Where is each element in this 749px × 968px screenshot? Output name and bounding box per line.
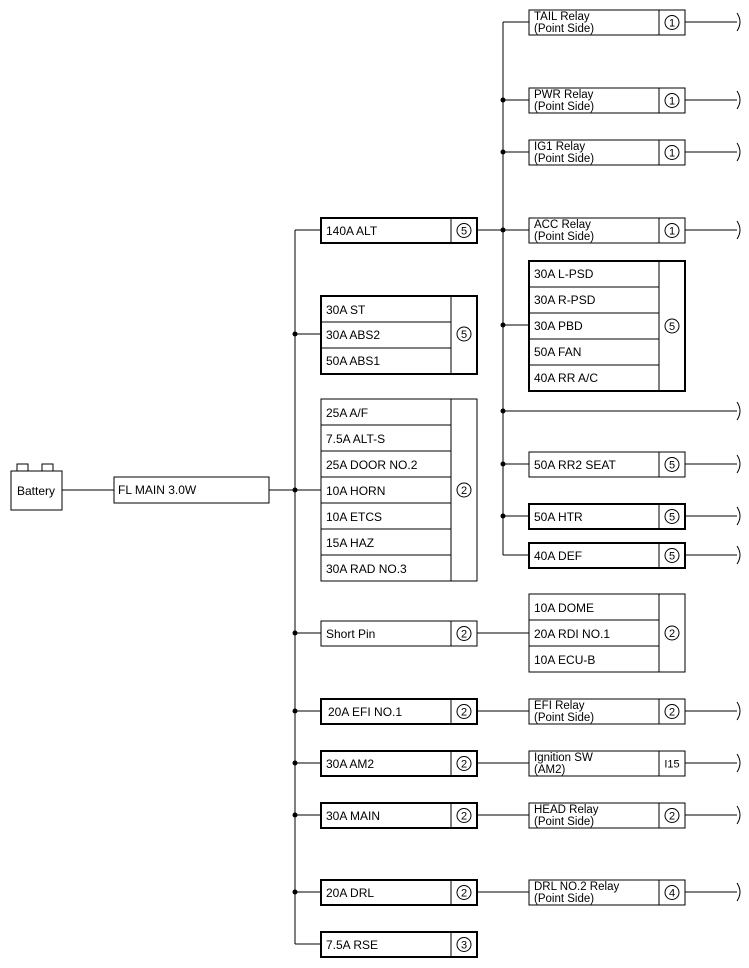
tail-relay: TAIL Relay (Point Side) 1 xyxy=(528,9,686,36)
fuse-30a-am2: 30A AM2 2 xyxy=(320,750,478,777)
fuse-50a-rr2-seat: 50A RR2 SEAT 5 xyxy=(528,451,686,478)
connector-number: 2 xyxy=(669,811,675,823)
head-relay: HEAD Relay (Point Side) 2 xyxy=(528,802,686,829)
relay-name: PWR Relay xyxy=(534,89,594,101)
fuse-140a-alt: 140A ALT 5 xyxy=(320,217,478,244)
fl-main-fuse: FL MAIN 3.0W xyxy=(113,476,270,504)
relay-name: IG1 Relay xyxy=(534,141,585,153)
connector-number: 2 xyxy=(461,485,467,497)
relay-name: TAIL Relay xyxy=(534,11,590,23)
connector-number: 1 xyxy=(669,148,675,160)
fuse-label: 50A RR2 SEAT xyxy=(534,458,616,472)
relay-side: (Point Side) xyxy=(534,893,594,905)
fuse-label: 30A L-PSD xyxy=(534,267,594,281)
fuse-label: 30A PBD xyxy=(534,319,583,333)
fuse-label: 10A ETCS xyxy=(326,510,382,524)
ignition-switch: Ignition SW (AM2) I15 xyxy=(528,750,686,777)
fuse-group-dome: 10A DOME 20A RDI NO.1 10A ECU-B 2 xyxy=(528,593,686,673)
fuse-20a-drl: 20A DRL 2 xyxy=(320,879,478,906)
connector-number: 1 xyxy=(669,18,675,30)
connector-number: 1 xyxy=(669,96,675,108)
connector-number: 2 xyxy=(461,811,467,823)
fuse-label: 50A ABS1 xyxy=(326,354,380,368)
fuse-label: 7.5A RSE xyxy=(326,938,378,952)
fuse-label: 30A ABS2 xyxy=(326,328,380,342)
fuse-label: 40A RR A/C xyxy=(534,371,598,385)
battery: Battery xyxy=(10,463,63,511)
fuse-20a-efi: 20A EFI NO.1 2 xyxy=(320,698,478,725)
fuse-label: 30A AM2 xyxy=(326,757,374,771)
fuse-label: 50A FAN xyxy=(534,345,581,359)
acc-relay: ACC Relay (Point Side) 1 xyxy=(528,217,686,244)
short-pin: Short Pin 2 xyxy=(320,620,478,647)
fuse-label: 140A ALT xyxy=(326,224,378,238)
fuse-label: 10A HORN xyxy=(326,484,385,498)
relay-side: (Point Side) xyxy=(534,231,594,243)
relay-side: (Point Side) xyxy=(534,153,594,165)
fuse-label: 25A A/F xyxy=(326,406,368,420)
connector-number: 2 xyxy=(461,707,467,719)
ig1-relay: IG1 Relay (Point Side) 1 xyxy=(528,139,686,166)
drl-no2-relay: DRL NO.2 Relay (Point Side) 4 xyxy=(528,879,686,906)
connector-number: 2 xyxy=(461,888,467,900)
pwr-relay: PWR Relay (Point Side) 1 xyxy=(528,87,686,114)
fuse-label: 30A ST xyxy=(326,303,366,317)
relay-name: EFI Relay xyxy=(534,700,585,712)
connector-number: 5 xyxy=(669,512,675,524)
connector-number: 5 xyxy=(669,551,675,563)
fuse-label: 20A RDI NO.1 xyxy=(534,627,610,641)
relay-name: ACC Relay xyxy=(534,219,591,231)
fuse-label: 50A HTR xyxy=(534,510,583,524)
fuse-label: 10A ECU-B xyxy=(534,653,595,667)
fuse-group-psd: 30A L-PSD 30A R-PSD 30A PBD 50A FAN 40A … xyxy=(528,260,686,392)
efi-relay: EFI Relay (Point Side) 2 xyxy=(528,698,686,725)
fuse-label: 20A DRL xyxy=(326,886,374,900)
fuse-7-5a-rse: 7.5A RSE 3 xyxy=(320,931,478,958)
connector-number: 4 xyxy=(669,888,675,900)
fuse-label: 7.5A ALT-S xyxy=(326,432,385,446)
relay-side: (Point Side) xyxy=(534,816,594,828)
connector-number: 5 xyxy=(669,321,675,333)
fuse-group-st: 30A ST 30A ABS2 50A ABS1 5 xyxy=(320,295,478,375)
connector-number: 5 xyxy=(461,329,467,341)
fuse-30a-main: 30A MAIN 2 xyxy=(320,802,478,829)
relay-side: (Point Side) xyxy=(534,101,594,113)
fuse-label: 20A EFI NO.1 xyxy=(328,705,402,719)
switch-side: (AM2) xyxy=(534,764,565,776)
switch-name: Ignition SW xyxy=(534,752,593,764)
fuse-label: 30A MAIN xyxy=(326,809,380,823)
wiring xyxy=(62,12,741,945)
connector-number: 1 xyxy=(669,226,675,238)
fuse-label: 30A RAD NO.3 xyxy=(326,562,407,576)
fuse-40a-def: 40A DEF 5 xyxy=(528,542,686,569)
battery-label: Battery xyxy=(17,484,55,498)
connector-number: 5 xyxy=(669,460,675,472)
connector-number: 2 xyxy=(669,628,675,640)
connector-number: 2 xyxy=(461,759,467,771)
fuse-group-af: 25A A/F 7.5A ALT-S 25A DOOR NO.2 10A HOR… xyxy=(320,398,478,582)
fuse-label: 30A R-PSD xyxy=(534,293,596,307)
relay-side: (Point Side) xyxy=(534,712,594,724)
relay-name: HEAD Relay xyxy=(534,804,599,816)
fuse-label: 40A DEF xyxy=(534,549,582,563)
relay-side: (Point Side) xyxy=(534,23,594,35)
fuse-label: 10A DOME xyxy=(534,601,594,615)
connector-number: 2 xyxy=(669,707,675,719)
connector-number: I15 xyxy=(664,759,679,771)
fuse-label: Short Pin xyxy=(326,627,375,641)
fuse-label: 15A HAZ xyxy=(326,536,374,550)
fuse-50a-htr: 50A HTR 5 xyxy=(528,503,686,530)
fl-main-label: FL MAIN 3.0W xyxy=(118,483,197,497)
connector-number: 2 xyxy=(461,629,467,641)
connector-number: 5 xyxy=(461,226,467,238)
fuse-label: 25A DOOR NO.2 xyxy=(326,458,418,472)
relay-name: DRL NO.2 Relay xyxy=(534,881,619,893)
connector-number: 3 xyxy=(461,940,467,952)
